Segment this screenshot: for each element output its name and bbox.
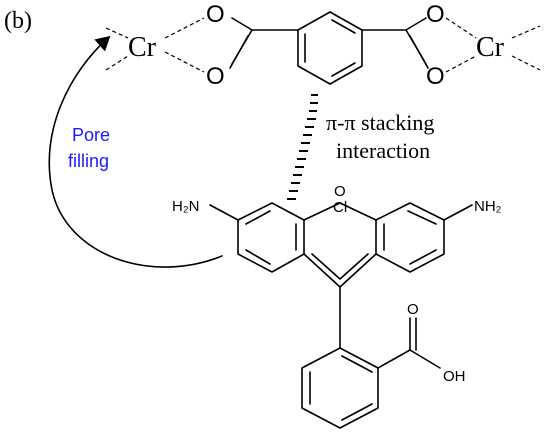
central-chlorine: Cl [333, 199, 347, 216]
cr-right-coordination [445, 17, 541, 73]
hydroxyl-group: OH [443, 368, 466, 385]
linker-inner-bonds [304, 19, 356, 77]
lower-benzene-ring [301, 347, 379, 429]
right-ring-inner [383, 210, 437, 265]
pore-label-line1: Pore [72, 125, 110, 145]
chromium-left: Cr [128, 32, 157, 63]
oxygen-top-left: O [206, 1, 225, 28]
carboxylic-acid-bonds [377, 317, 441, 369]
cr-left-coordination [105, 17, 205, 73]
oxygen-bottom-left: O [206, 63, 225, 90]
amine-left-bond [209, 204, 239, 221]
stacking-label-line1: π-π stacking [326, 110, 434, 135]
oxygen-top-right: O [426, 1, 445, 28]
stacking-label-line2: interaction [336, 138, 430, 163]
pore-filling-arrow [48, 35, 223, 268]
right-ring [375, 202, 445, 273]
panel-label: (b) [4, 8, 32, 34]
carbonyl-oxygen: O [407, 301, 419, 318]
oxygen-bottom-right: O [426, 63, 445, 90]
stacking-interaction-wedge [287, 94, 318, 200]
left-ring-inner [245, 210, 297, 265]
lower-ring-inner [309, 355, 373, 421]
linker-benzene-ring [297, 11, 363, 85]
pore-label-line2: filling [68, 151, 109, 171]
amine-right-bond [443, 204, 473, 221]
chromium-right: Cr [476, 32, 505, 63]
carboxyl-right-double [409, 35, 429, 69]
central-ring-inner [311, 253, 369, 280]
terephthalate-linker: O O O O Cr Cr [105, 1, 541, 90]
carboxyl-left-double [229, 35, 249, 69]
carboxyl-left-bonds [231, 17, 299, 65]
dye-molecule: O Cl H₂N NH₂ O OH [172, 183, 502, 429]
left-ring [237, 202, 305, 273]
central-oxygen: O [334, 183, 346, 200]
amine-left: H₂N [172, 198, 200, 215]
central-ring [303, 202, 377, 288]
carboxyl-right-bonds [361, 17, 427, 65]
amine-right: NH₂ [474, 198, 502, 215]
